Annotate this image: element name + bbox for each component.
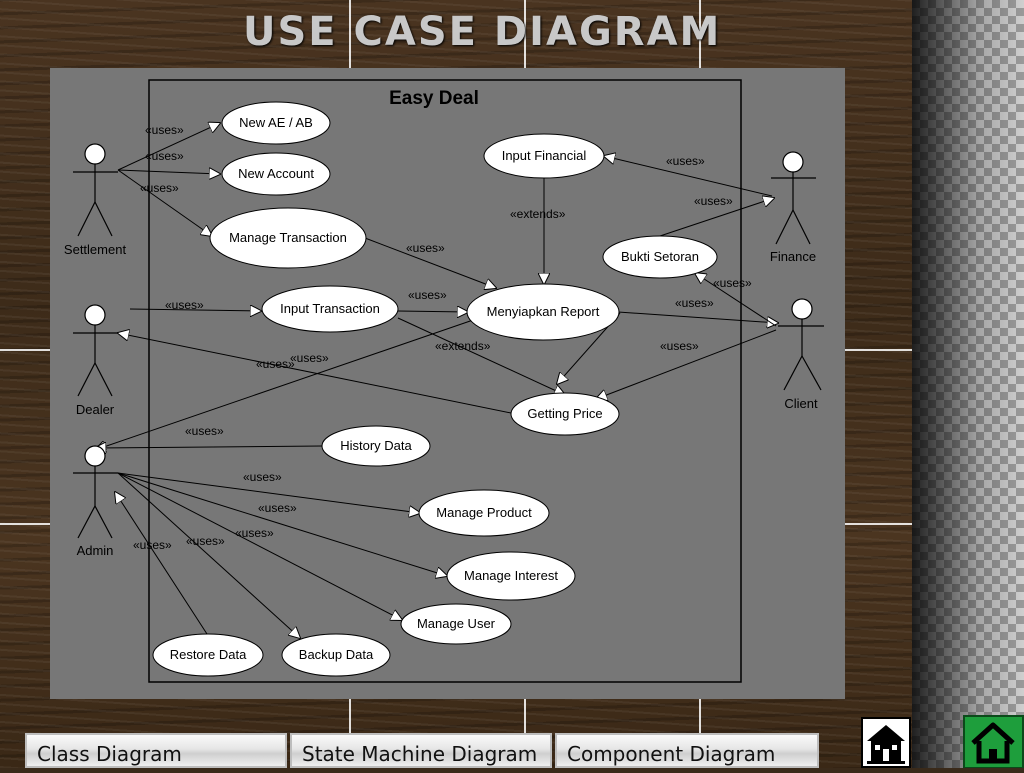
svg-text:New AE / AB: New AE / AB <box>239 115 313 130</box>
svg-text:History Data: History Data <box>340 438 412 453</box>
association-line <box>364 237 496 288</box>
stereotype-label: «uses» <box>186 534 225 548</box>
stereotype-label: «extends» <box>510 207 566 221</box>
actor-finance-figure <box>771 151 816 245</box>
house-button[interactable] <box>861 717 911 768</box>
association-line <box>95 446 323 448</box>
stereotype-label: «uses» <box>165 298 204 312</box>
use-case-manage-transaction: Manage Transaction <box>209 207 367 269</box>
stereotype-label: «uses» <box>675 296 714 310</box>
svg-text:Restore Data: Restore Data <box>170 647 247 662</box>
stereotype-label: «uses» <box>185 424 224 438</box>
system-boundary <box>148 79 742 683</box>
use-case-getting-price: Getting Price <box>510 392 620 436</box>
stereotype-label: «uses» <box>408 288 447 302</box>
tab-component-diagram[interactable]: Component Diagram <box>555 733 819 768</box>
association-line <box>115 492 208 635</box>
stereotype-label: «uses» <box>258 501 297 515</box>
svg-text:New Account: New Account <box>238 166 314 181</box>
actor-admin-figure <box>73 445 118 539</box>
side-panel <box>912 0 1024 768</box>
associations <box>95 123 778 638</box>
home-button[interactable] <box>963 715 1024 769</box>
system-name: Easy Deal <box>389 88 479 109</box>
actor-settlement-label: Settlement <box>64 242 127 257</box>
svg-text:Bukti Setoran: Bukti Setoran <box>621 249 699 264</box>
use-case-new-ae-ab: New AE / AB <box>221 101 331 145</box>
association-line <box>604 156 773 197</box>
svg-text:Menyiapkan Report: Menyiapkan Report <box>487 304 600 319</box>
association-line <box>117 170 220 174</box>
svg-text:Input Transaction: Input Transaction <box>280 301 380 316</box>
use-case-backup-data: Backup Data <box>281 633 391 677</box>
association-line <box>397 311 468 312</box>
stereotype-label: «extends» <box>435 339 491 353</box>
stereotype-label: «uses» <box>145 149 184 163</box>
svg-text:Manage Interest: Manage Interest <box>464 568 558 583</box>
association-line <box>117 169 212 236</box>
svg-text:Manage Transaction: Manage Transaction <box>229 230 347 245</box>
actor-settlement-figure <box>73 143 118 237</box>
association-line <box>596 329 777 399</box>
stereotype-label: «uses» <box>406 241 445 255</box>
stereotype-label: «uses» <box>133 538 172 552</box>
stereotype-label: «uses» <box>666 154 705 168</box>
actor-client-figure <box>778 298 824 391</box>
use-case-bukti-setoran: Bukti Setoran <box>602 235 718 279</box>
svg-text:Manage User: Manage User <box>417 616 496 631</box>
actor-dealer-label: Dealer <box>76 402 115 417</box>
association-line <box>95 318 477 450</box>
actor-admin-label: Admin <box>77 543 114 558</box>
actor-finance-label: Finance <box>770 249 816 264</box>
stereotype-label: «uses» <box>145 123 184 137</box>
actor-client-label: Client <box>784 396 818 411</box>
actor-dealer-figure <box>73 304 118 397</box>
use-case-menyiapkan-report: Menyiapkan Report <box>466 283 620 341</box>
stereotype-label: «uses» <box>290 351 329 365</box>
stereotype-label: «uses» <box>235 526 274 540</box>
use-case-diagram: Easy Deal «uses» «uses» «uses» «uses» «u… <box>64 79 824 683</box>
association-line <box>695 273 777 327</box>
use-case-new-account: New Account <box>221 152 331 196</box>
association-line <box>118 333 512 414</box>
use-case-manage-interest: Manage Interest <box>446 551 576 601</box>
stereotype-label: «uses» <box>694 194 733 208</box>
association-line <box>117 472 300 638</box>
association-line <box>129 309 261 311</box>
house-icon <box>861 717 911 768</box>
svg-text:Manage Product: Manage Product <box>436 505 532 520</box>
use-case-input-financial: Input Financial <box>483 133 605 179</box>
svg-text:Backup Data: Backup Data <box>299 647 374 662</box>
association-line <box>117 472 402 620</box>
use-case-manage-user: Manage User <box>400 603 512 645</box>
use-case-history-data: History Data <box>321 425 431 467</box>
stereotype-label: «uses» <box>256 357 295 371</box>
tab-state-machine-diagram[interactable]: State Machine Diagram <box>290 733 552 768</box>
home-icon <box>963 715 1024 769</box>
association-line <box>617 311 778 323</box>
association-line <box>659 198 774 237</box>
association-line <box>117 472 420 513</box>
svg-text:Input Financial: Input Financial <box>502 148 587 163</box>
association-line <box>117 123 220 171</box>
slide-title: USE CASE DIAGRAM <box>243 9 722 55</box>
association-line <box>117 472 447 576</box>
svg-text:Getting Price: Getting Price <box>527 406 602 421</box>
use-case-input-transaction: Input Transaction <box>261 285 399 333</box>
association-line <box>397 317 565 395</box>
stereotype-label: «uses» <box>713 276 752 290</box>
stereotype-label: «uses» <box>243 470 282 484</box>
stereotype-label: «uses» <box>660 339 699 353</box>
diagram-panel: Easy Deal «uses» «uses» «uses» «uses» «u… <box>50 68 845 699</box>
use-case-restore-data: Restore Data <box>152 633 264 677</box>
stereotype-label: «uses» <box>140 181 179 195</box>
use-case-manage-product: Manage Product <box>418 489 550 537</box>
tab-class-diagram[interactable]: Class Diagram <box>25 733 287 768</box>
